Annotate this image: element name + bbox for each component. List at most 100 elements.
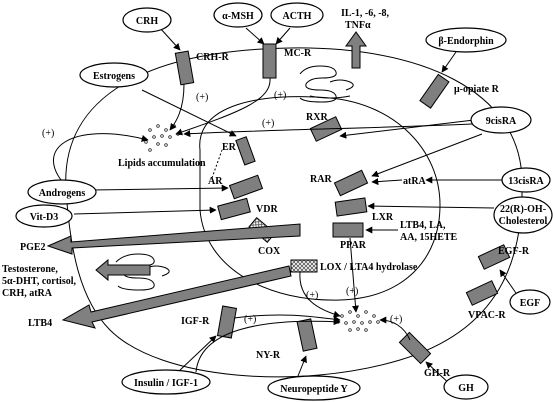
label-ppar: PPAR bbox=[340, 240, 367, 251]
lipid-droplets-lower bbox=[336, 310, 380, 332]
mu-opiate-receptor bbox=[419, 73, 450, 109]
label-mc-r: MC-R bbox=[284, 48, 312, 59]
igfr-to-lipids bbox=[233, 314, 341, 323]
endoplasmic-reticulum-top bbox=[299, 65, 354, 103]
crhr-to-lipids bbox=[169, 83, 185, 131]
label-lipids-accumulation: Lipids accumulation bbox=[118, 158, 206, 169]
label-pge2: PGE2 bbox=[20, 242, 46, 253]
label-ltb4: LTB4 bbox=[28, 318, 52, 329]
label-atra: atRA bbox=[403, 176, 427, 187]
ar-receptor bbox=[228, 174, 264, 200]
ligand-androgens-label: Androgens bbox=[39, 188, 86, 199]
mcr-to-lipids bbox=[175, 77, 271, 136]
ligand-beta-endorphin: β-Endorphin bbox=[425, 27, 507, 53]
label-ar: AR bbox=[208, 176, 223, 187]
9cisra-to-rar bbox=[371, 133, 483, 178]
ligand-acth: ACTH bbox=[270, 2, 324, 28]
label-gh-r: GH-R bbox=[424, 368, 451, 379]
ligand-vitd3-label: Vit-D3 bbox=[30, 212, 59, 223]
plus-marker: (+) bbox=[306, 290, 318, 301]
label-lxr: LXR bbox=[372, 212, 394, 223]
plus-marker: (+) bbox=[196, 92, 208, 103]
label-rxr: RXR bbox=[306, 112, 328, 123]
ligand-13cisra: 13cisRA bbox=[501, 167, 551, 193]
label-ppar-ligands-line2: AA, 15HETE bbox=[400, 232, 458, 243]
ligand-beta-endorphin-label: β-Endorphin bbox=[438, 36, 494, 47]
androgens-to-ar bbox=[91, 184, 229, 192]
egf-to-egfr bbox=[499, 269, 519, 297]
ligand-vitd3: Vit-D3 bbox=[15, 204, 73, 228]
insulin-to-lipids bbox=[195, 318, 341, 373]
ligand-neuropeptide-y: Neuropeptide Y bbox=[267, 375, 361, 401]
label-crh-r: CRH-R bbox=[196, 52, 230, 63]
label-vpac-r: VPAC-R bbox=[468, 310, 506, 321]
lipid-droplets-upper bbox=[144, 124, 180, 152]
label-steroids-line1: Testosterone, bbox=[2, 264, 58, 275]
ppar-receptor bbox=[332, 222, 364, 238]
ligand-androgens: Androgens bbox=[27, 179, 97, 205]
rar-receptor bbox=[333, 169, 369, 197]
ligand-egf-label: EGF bbox=[520, 298, 541, 309]
ppar-to-lipids bbox=[349, 237, 359, 313]
ny-receptor bbox=[296, 318, 318, 352]
ligand-insulin-igf1-label: Insulin / IGF-1 bbox=[134, 378, 198, 389]
ligand-crh-label: CRH bbox=[136, 16, 158, 27]
label-il-line2: TNFα bbox=[345, 20, 371, 31]
nucleus-membrane bbox=[199, 96, 441, 301]
label-igf-r: IGF-R bbox=[181, 316, 210, 327]
crh-receptor bbox=[174, 50, 195, 86]
ligand-gh: GH bbox=[443, 374, 489, 400]
vpac-receptor bbox=[465, 280, 499, 306]
ligand-9cisra: 9cisRA bbox=[470, 106, 532, 134]
bendorphin-to-mur bbox=[441, 51, 457, 73]
plus-marker: (+) bbox=[42, 128, 54, 139]
label-ny-r: NY-R bbox=[256, 350, 281, 361]
ligand-amsh: α-MSH bbox=[213, 2, 263, 28]
lxr-receptor bbox=[334, 197, 368, 217]
igf-receptor bbox=[216, 305, 238, 339]
label-steroids-line2: 5α-DHT, cortisol, bbox=[2, 276, 76, 287]
ligand-13cisra-label: 13cisRA bbox=[508, 176, 544, 187]
crh-to-receptor bbox=[159, 27, 181, 51]
ligand-egf: EGF bbox=[509, 289, 551, 315]
ligand-insulin-igf1: Insulin / IGF-1 bbox=[121, 369, 211, 395]
label-lox: LOX / LTA4 hydrolase bbox=[320, 262, 418, 273]
label-egf-r: EGF-R bbox=[498, 246, 530, 257]
label-cox: COX bbox=[258, 246, 281, 257]
cell-membrane bbox=[65, 47, 523, 378]
plus-marker: (+) bbox=[390, 314, 402, 325]
ligand-neuropeptide-y-label: Neuropeptide Y bbox=[280, 384, 348, 395]
ligand-estrogens-label: Estrogens bbox=[93, 71, 135, 82]
ltb4-arrow bbox=[61, 265, 292, 329]
vitd3-to-vdr bbox=[73, 206, 217, 215]
vdr-receptor bbox=[217, 197, 251, 221]
label-il-line1: IL-1, -6, -8, bbox=[341, 8, 390, 19]
9cisra-to-rxr bbox=[339, 119, 475, 139]
plus-marker: (+) bbox=[274, 90, 286, 101]
pge2-arrow bbox=[46, 223, 301, 255]
plus-marker: (+) bbox=[346, 286, 358, 297]
ligand-oh-cholesterol-line2: Cholesterol bbox=[499, 216, 548, 227]
atra-to-rar bbox=[371, 178, 403, 186]
gh-receptor bbox=[398, 331, 432, 365]
plus-marker: (+) bbox=[244, 314, 256, 325]
ligand-gh-label: GH bbox=[458, 383, 474, 394]
cytokine-arrow bbox=[345, 31, 367, 69]
ligand-oh-cholesterol-line1: 22(R)-OH- bbox=[500, 204, 546, 215]
estrogens-to-er bbox=[141, 89, 237, 137]
label-steroids-line3: CRH, atRA bbox=[2, 288, 53, 299]
mc-receptor bbox=[262, 43, 277, 79]
label-mu-opiate-r: μ-opiate R bbox=[454, 84, 500, 95]
label-vdr: VDR bbox=[256, 204, 278, 215]
androgens-to-lipids bbox=[53, 133, 149, 189]
egf-receptor bbox=[477, 244, 511, 270]
insulin-to-igfr bbox=[177, 335, 217, 373]
lox-to-lipids bbox=[299, 271, 341, 318]
label-ppar-ligands-line1: LTB4, LA, bbox=[400, 220, 446, 231]
cholesterol-to-lxr bbox=[367, 202, 495, 210]
neuropeptide-to-nyr bbox=[297, 355, 307, 377]
ligand-amsh-label: α-MSH bbox=[222, 11, 254, 22]
steroids-arrow bbox=[95, 258, 151, 282]
ligand-9cisra-label: 9cisRA bbox=[486, 116, 517, 127]
